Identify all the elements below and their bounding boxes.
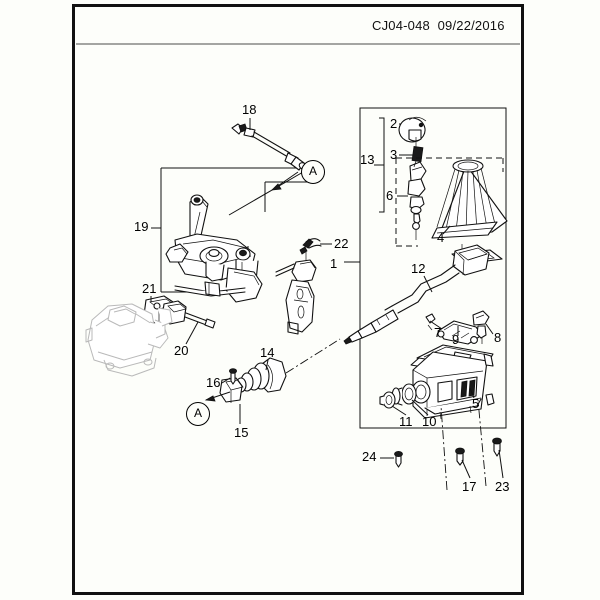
callout-24: 24: [362, 449, 377, 464]
bolt-20: [184, 312, 216, 345]
retainer-3: [411, 146, 424, 163]
transmission-housing-ghost: [85, 303, 173, 377]
callout-15: 15: [234, 425, 249, 440]
reference-marker-a-lower: A: [186, 402, 210, 426]
lever-joint-6: [407, 137, 427, 240]
callout-7: 7: [434, 325, 442, 340]
callout-20: 20: [174, 343, 189, 358]
selector-bracket-19: [151, 194, 263, 303]
callout-16: 16: [206, 375, 221, 390]
shifter-housing-5: [410, 344, 495, 420]
callout-8: 8: [494, 330, 502, 345]
callout-12: 12: [411, 261, 426, 276]
pin-16: [221, 368, 237, 385]
bracket-8: [472, 310, 490, 344]
shift-lever-12: [343, 244, 490, 345]
pivot-block-15: [219, 377, 244, 424]
shift-knob-2: [398, 116, 427, 143]
callout-9: 9: [452, 332, 460, 347]
callout-22: 22: [334, 236, 349, 251]
callout-19: 19: [134, 219, 149, 234]
bushing-10: [391, 383, 417, 406]
callout-11: 11: [399, 414, 413, 429]
callout-21: 21: [142, 281, 157, 296]
callout-3: 3: [390, 147, 398, 162]
adjuster-rod-18: [231, 118, 308, 171]
bolt-24: [380, 450, 403, 468]
callout-10: 10: [422, 414, 437, 429]
side-bracket: [275, 259, 317, 335]
callout-2: 2: [390, 116, 398, 131]
shift-arm-9: [437, 320, 483, 345]
bolt-17: [440, 405, 471, 491]
callout-6: 6: [386, 188, 394, 203]
bolt-23: [477, 399, 504, 487]
callout-4: 4: [437, 230, 445, 245]
reference-arrow-lower: [204, 391, 231, 402]
bushing-11: [379, 391, 396, 409]
bellows-14: [231, 338, 341, 394]
lever-pin-7: [425, 313, 436, 331]
reference-arrow-upper: [270, 171, 299, 191]
callout-18: 18: [242, 102, 257, 117]
reference-marker-a-upper: A: [301, 160, 325, 184]
callout-23: 23: [495, 479, 510, 494]
diagram-code-label: CJ04-048 09/22/2016: [372, 18, 505, 33]
callout-17: 17: [462, 479, 477, 494]
callout-1: 1: [330, 256, 338, 271]
callout-5: 5: [472, 396, 480, 411]
group-1-box: [359, 107, 507, 429]
callout-13: 13: [360, 152, 375, 167]
callout-14: 14: [260, 345, 275, 360]
diagram-border: [72, 4, 524, 595]
